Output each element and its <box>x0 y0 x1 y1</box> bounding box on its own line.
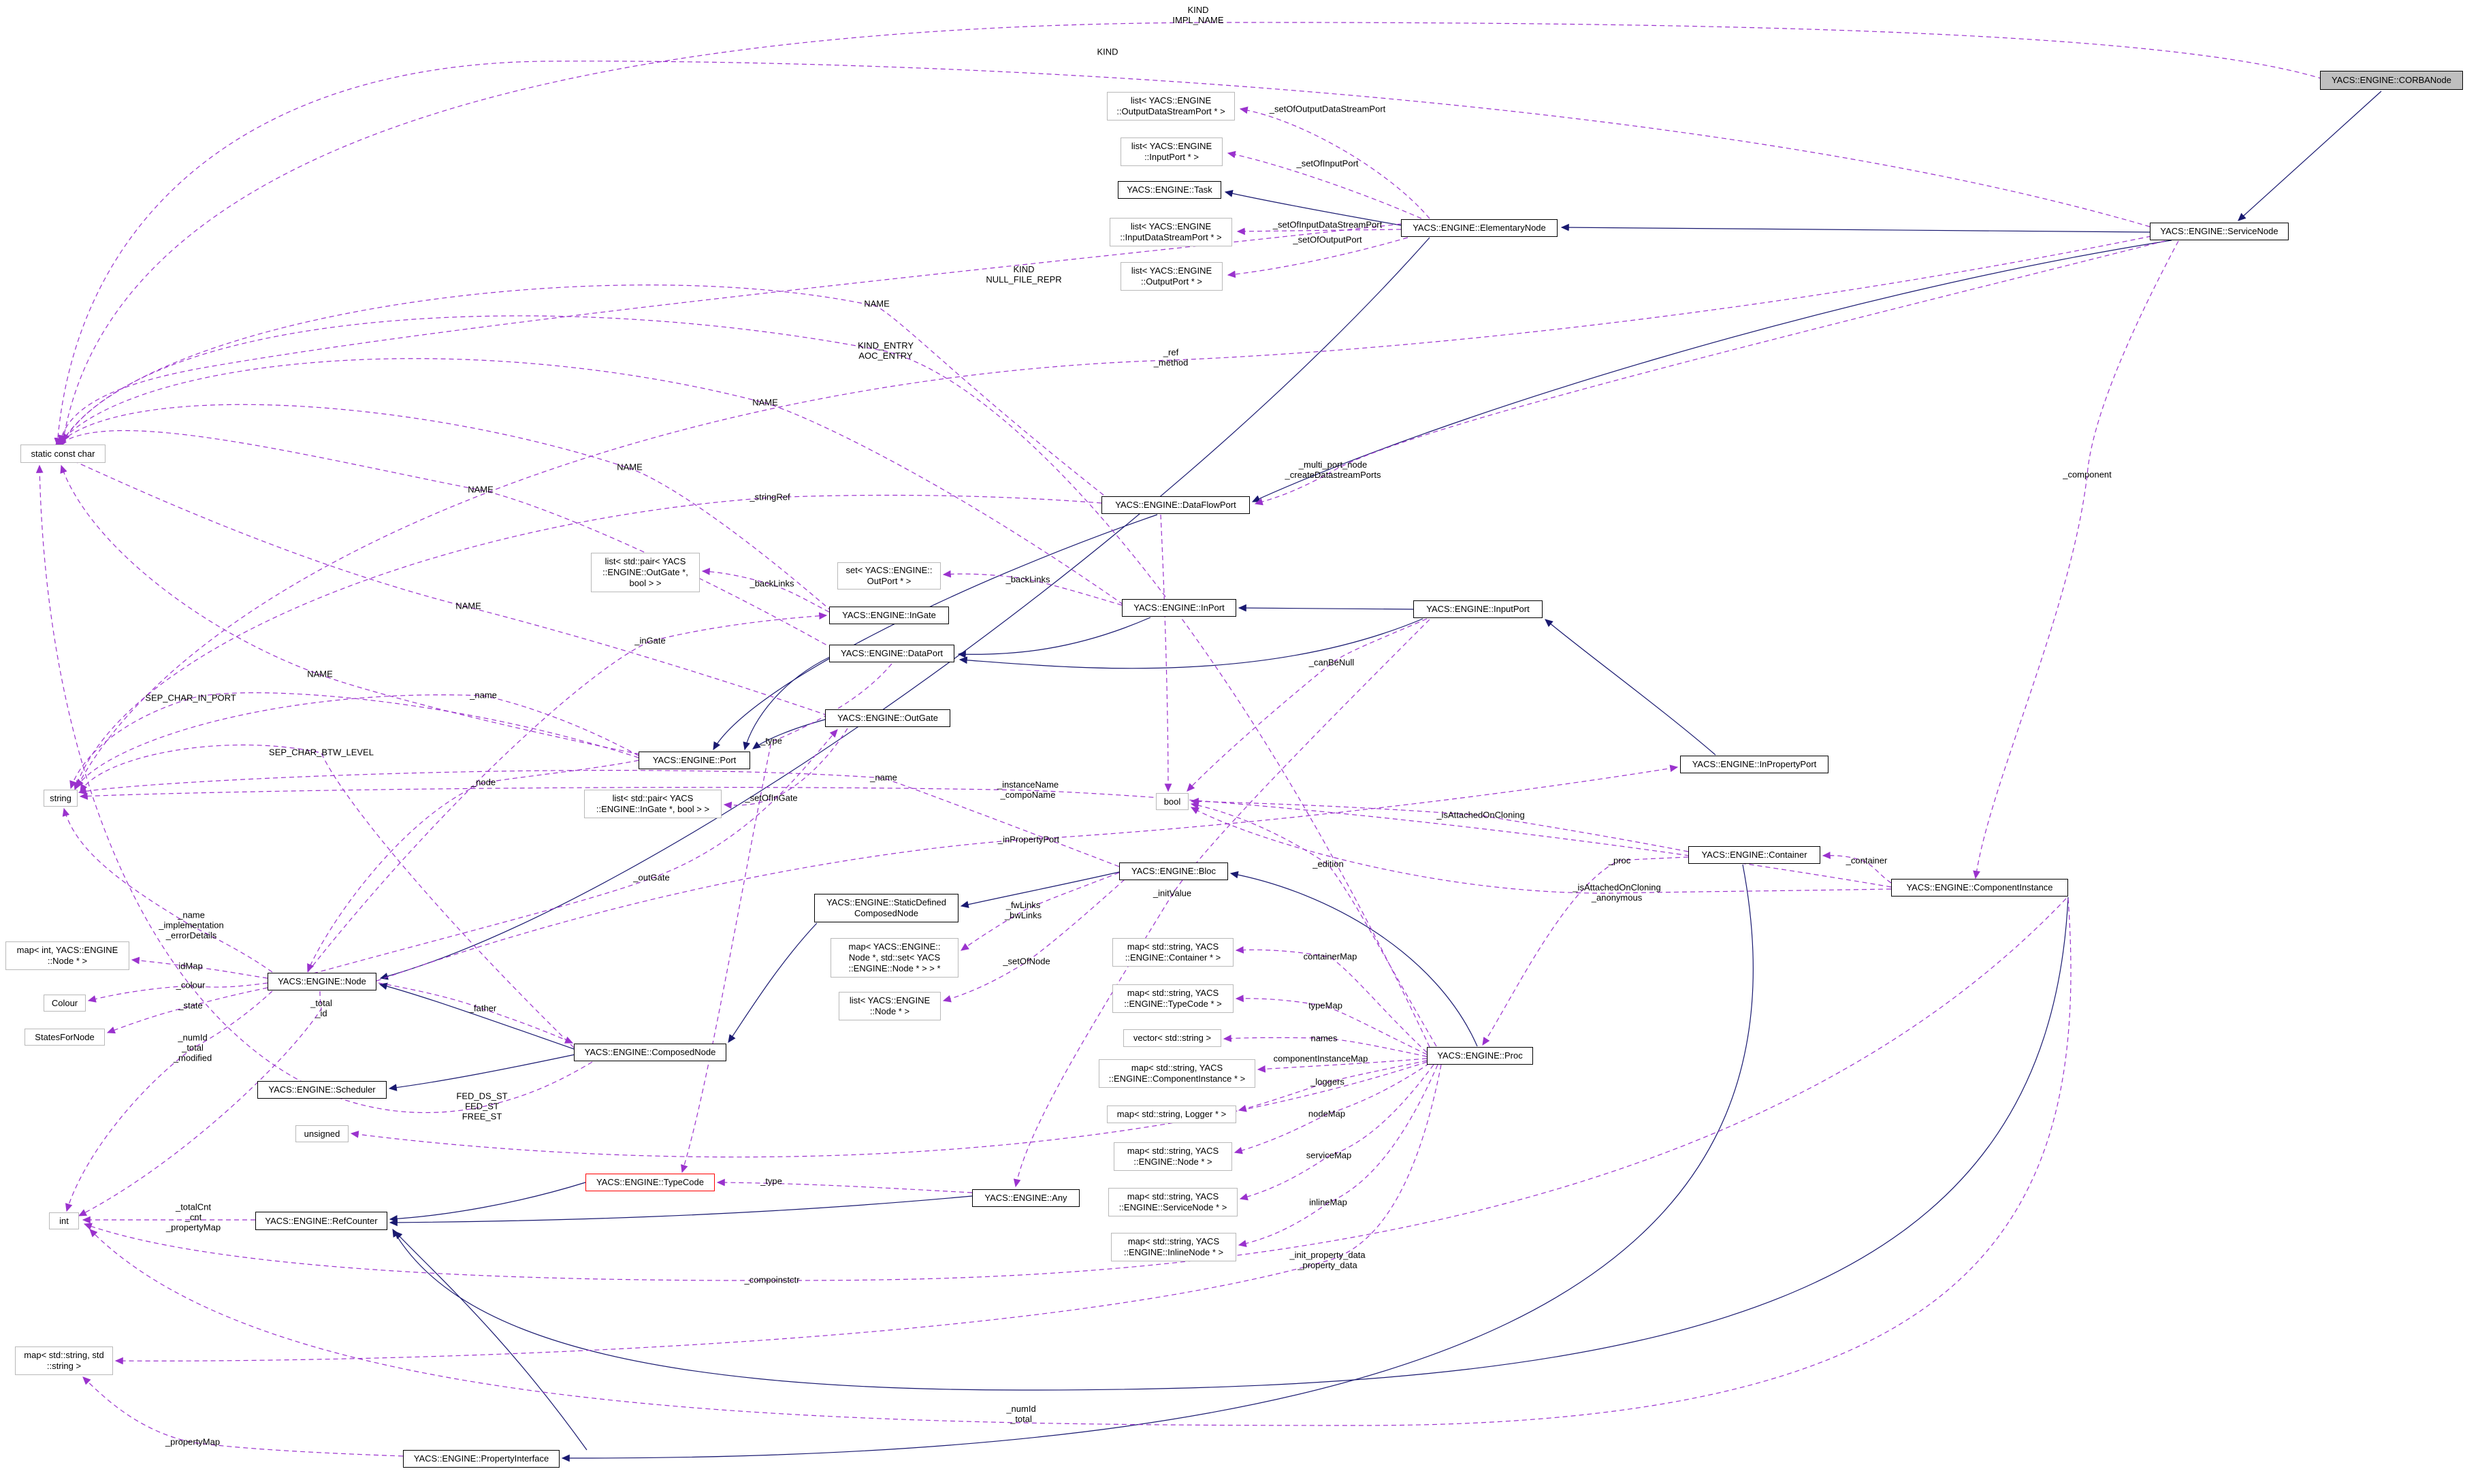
class-node-bool[interactable]: bool <box>1156 793 1189 810</box>
class-node-map-string-string[interactable]: map< std::string, std ::string > <box>15 1346 113 1375</box>
class-node-unsigned[interactable]: unsigned <box>295 1125 349 1142</box>
class-node-map-container[interactable]: map< std::string, YACS ::ENGINE::Contain… <box>1112 938 1234 967</box>
class-node-task[interactable]: YACS::ENGINE::Task <box>1118 181 1221 199</box>
class-node-componentinstance[interactable]: YACS::ENGINE::ComponentInstance <box>1891 879 2068 897</box>
class-node-map-typecode[interactable]: map< std::string, YACS ::ENGINE::TypeCod… <box>1112 984 1234 1013</box>
class-node-map-node-set[interactable]: map< YACS::ENGINE:: Node *, std::set< YA… <box>831 938 958 978</box>
class-node-list-pair-ingate[interactable]: list< std::pair< YACS ::ENGINE::InGate *… <box>584 790 722 818</box>
class-node-int[interactable]: int <box>49 1212 79 1229</box>
class-node-inputport[interactable]: YACS::ENGINE::InputPort <box>1413 600 1543 618</box>
class-node-dataport[interactable]: YACS::ENGINE::DataPort <box>829 645 954 662</box>
class-node-bloc[interactable]: YACS::ENGINE::Bloc <box>1119 862 1228 880</box>
class-node-list-outputport[interactable]: list< YACS::ENGINE ::OutputPort * > <box>1121 262 1223 291</box>
class-node-list-node[interactable]: list< YACS::ENGINE ::Node * > <box>839 992 941 1020</box>
class-node-inpropertyport[interactable]: YACS::ENGINE::InPropertyPort <box>1680 756 1828 773</box>
class-node-colour[interactable]: Colour <box>44 995 86 1012</box>
class-node-propertyinterface[interactable]: YACS::ENGINE::PropertyInterface <box>403 1450 560 1468</box>
class-node-string[interactable]: string <box>44 790 78 807</box>
class-node-list-pair-outgate[interactable]: list< std::pair< YACS ::ENGINE::OutGate … <box>591 553 700 592</box>
class-node-inport[interactable]: YACS::ENGINE::InPort <box>1122 599 1236 617</box>
class-node-refcounter[interactable]: YACS::ENGINE::RefCounter <box>255 1212 387 1230</box>
class-node-servicenode[interactable]: YACS::ENGINE::ServiceNode <box>2150 223 2289 240</box>
class-node-elementarynode[interactable]: YACS::ENGINE::ElementaryNode <box>1401 219 1558 237</box>
class-node-corbanode[interactable]: YACS::ENGINE::CORBANode <box>2320 71 2463 90</box>
class-node-port[interactable]: YACS::ENGINE::Port <box>639 752 750 769</box>
class-node-ingate[interactable]: YACS::ENGINE::InGate <box>829 607 949 624</box>
class-node-list-inputport[interactable]: list< YACS::ENGINE ::InputPort * > <box>1121 138 1223 166</box>
class-node-sdcn[interactable]: YACS::ENGINE::StaticDefined ComposedNode <box>814 894 958 922</box>
class-node-map-logger[interactable]: map< std::string, Logger * > <box>1107 1106 1236 1123</box>
usage-edges <box>35 22 2323 1457</box>
class-node-map-node[interactable]: map< std::string, YACS ::ENGINE::Node * … <box>1114 1142 1232 1171</box>
class-node-any[interactable]: YACS::ENGINE::Any <box>972 1189 1080 1207</box>
class-node-typecode[interactable]: YACS::ENGINE::TypeCode <box>585 1174 715 1191</box>
class-node-staticconstchar[interactable]: static const char <box>20 445 106 463</box>
class-node-list-idsp[interactable]: list< YACS::ENGINE ::InputDataStreamPort… <box>1110 218 1232 246</box>
class-node-outgate[interactable]: YACS::ENGINE::OutGate <box>825 709 950 727</box>
class-node-node[interactable]: YACS::ENGINE::Node <box>268 973 376 990</box>
class-node-statesfornode[interactable]: StatesForNode <box>25 1029 105 1046</box>
class-node-map-inlinenode[interactable]: map< std::string, YACS ::ENGINE::InlineN… <box>1111 1233 1236 1261</box>
class-node-list-odsp[interactable]: list< YACS::ENGINE ::OutputDataStreamPor… <box>1107 92 1235 120</box>
class-node-map-compinst[interactable]: map< std::string, YACS ::ENGINE::Compone… <box>1099 1059 1255 1088</box>
class-node-map-int-node[interactable]: map< int, YACS::ENGINE ::Node * > <box>5 941 129 970</box>
class-node-map-servicenode[interactable]: map< std::string, YACS ::ENGINE::Service… <box>1108 1188 1238 1216</box>
class-node-dataflowport[interactable]: YACS::ENGINE::DataFlowPort <box>1101 496 1250 514</box>
class-node-proc[interactable]: YACS::ENGINE::Proc <box>1427 1047 1533 1065</box>
class-node-composednode[interactable]: YACS::ENGINE::ComposedNode <box>574 1044 726 1061</box>
class-node-set-outport[interactable]: set< YACS::ENGINE:: OutPort * > <box>837 562 941 590</box>
class-node-vector-string[interactable]: vector< std::string > <box>1123 1029 1221 1047</box>
inheritance-edges <box>378 91 2382 1462</box>
class-node-scheduler[interactable]: YACS::ENGINE::Scheduler <box>257 1081 387 1099</box>
class-node-container[interactable]: YACS::ENGINE::Container <box>1688 846 1820 864</box>
